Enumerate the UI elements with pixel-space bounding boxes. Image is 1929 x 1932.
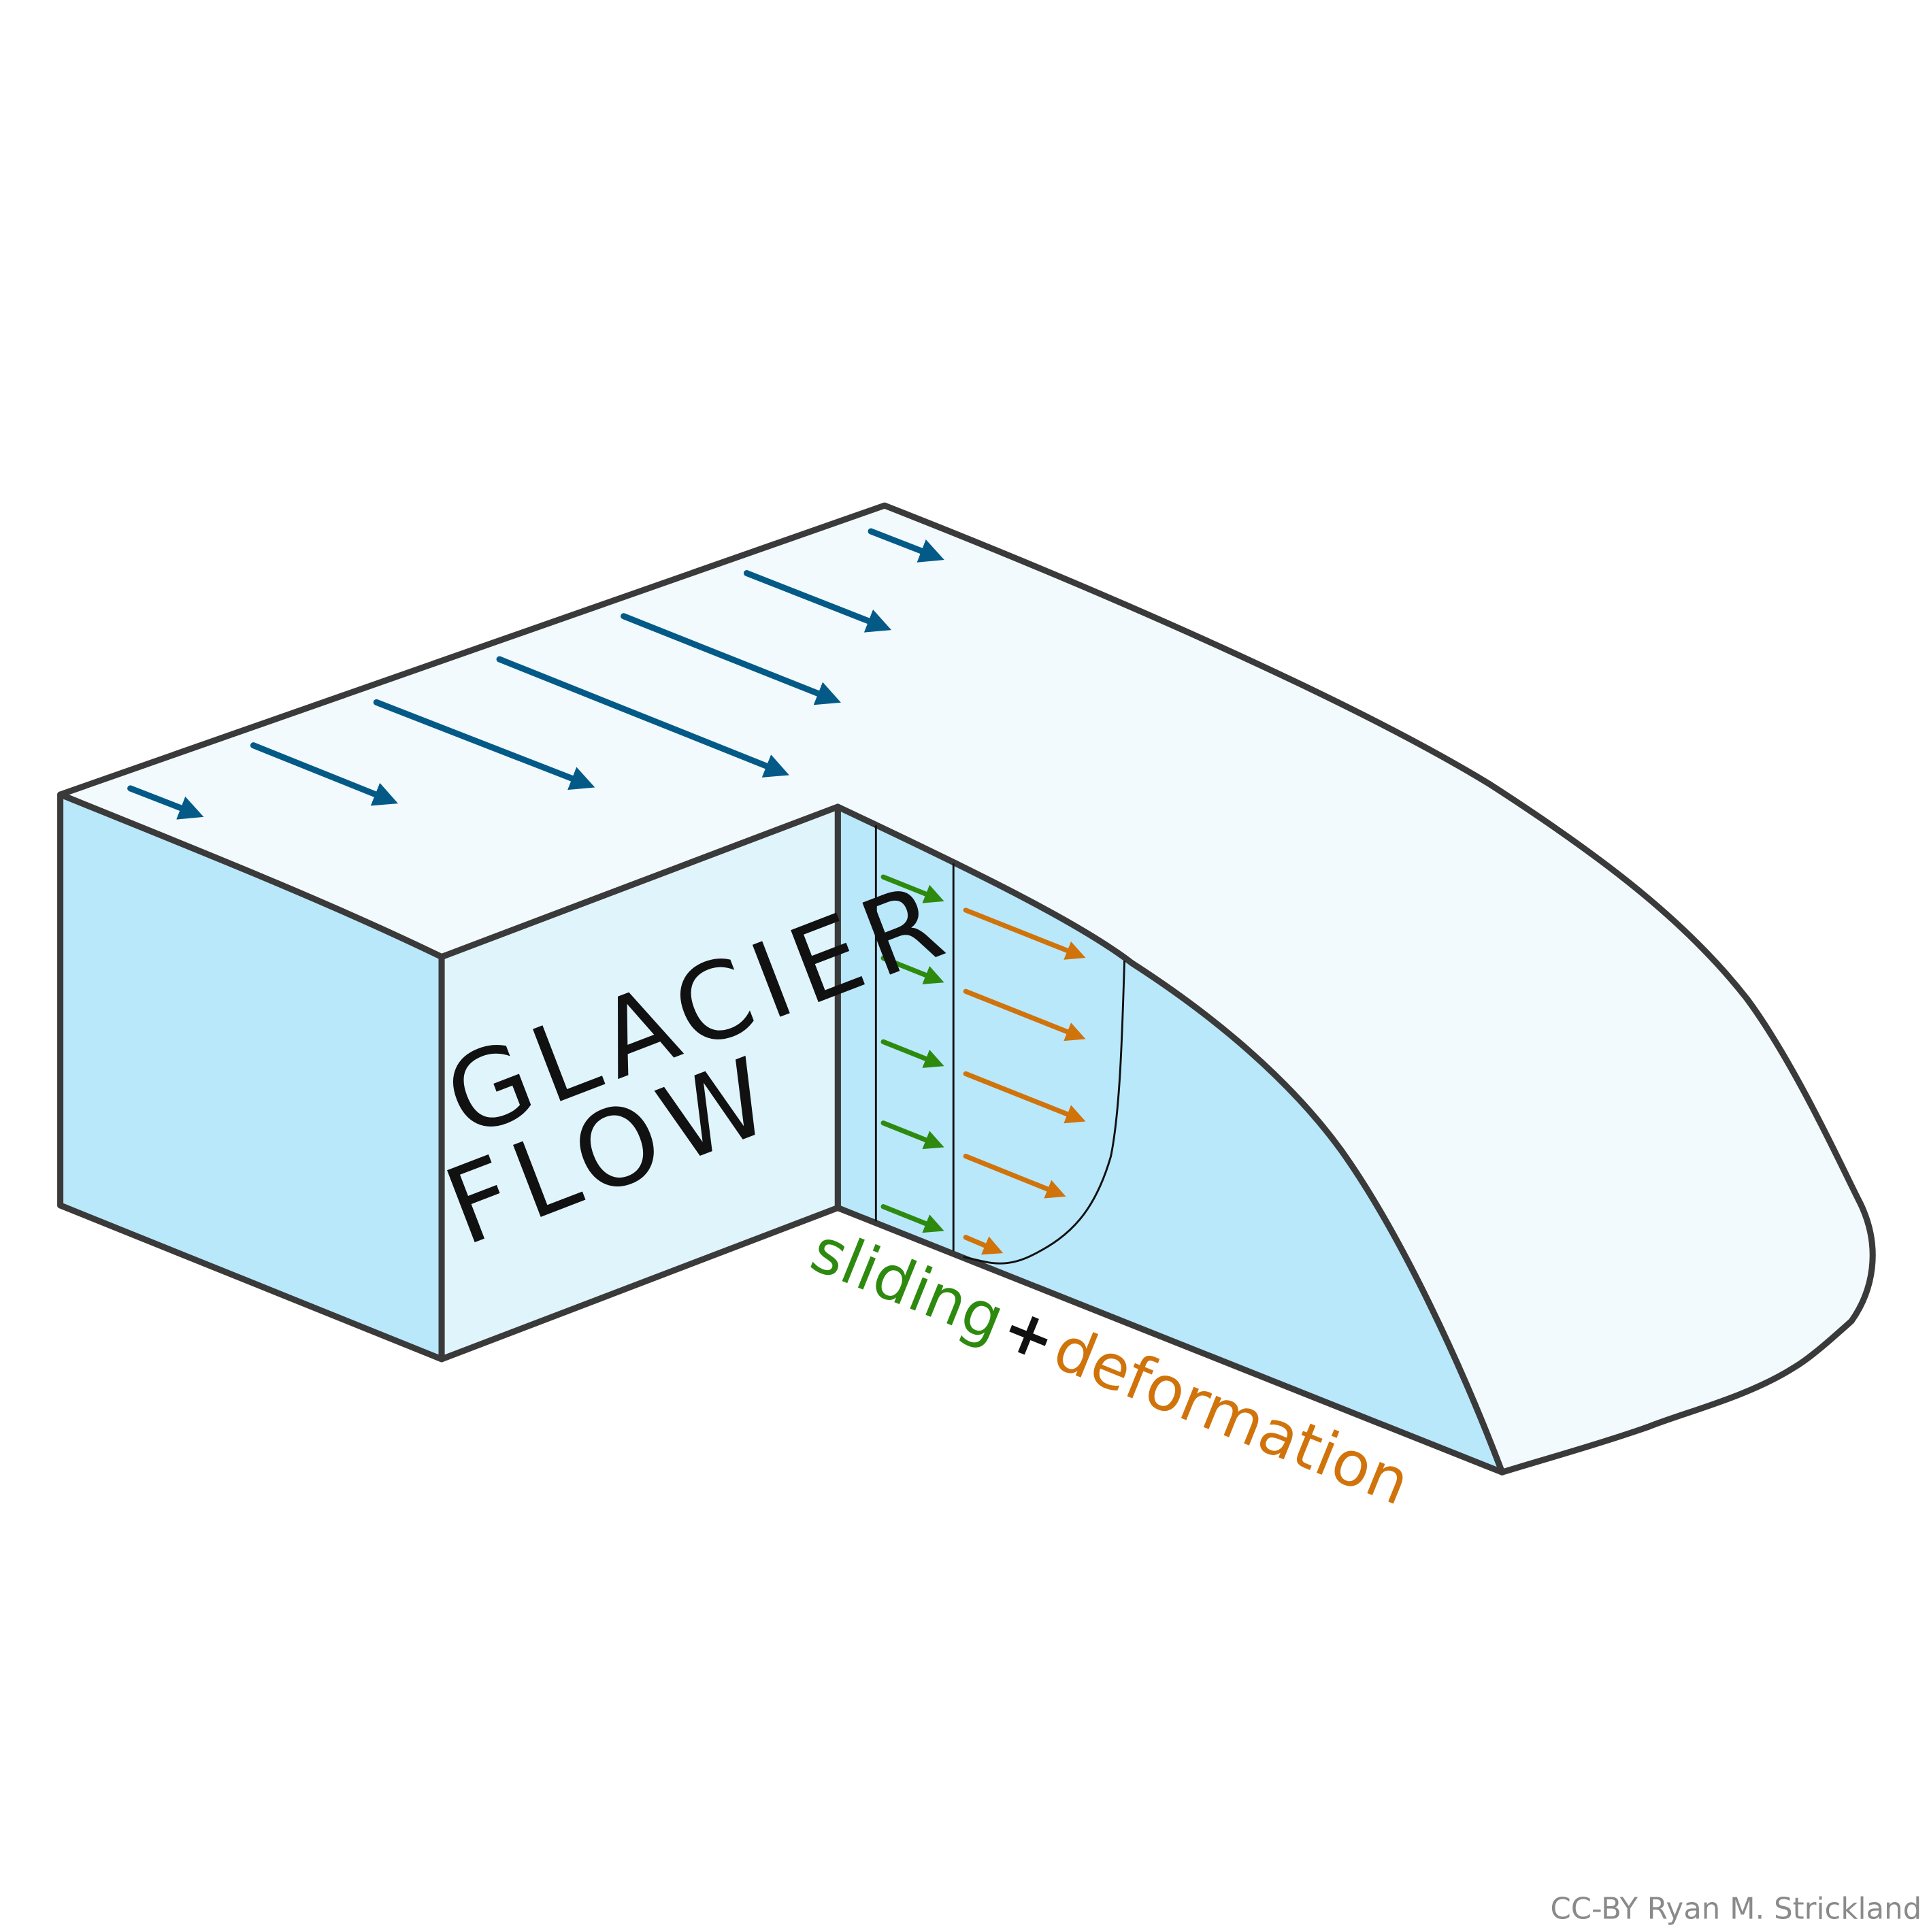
glacier-side-outline bbox=[834, 803, 1506, 1476]
sliding-arrow bbox=[880, 955, 944, 984]
credit-text: CC-BY Ryan M. Strickland bbox=[1550, 1893, 1922, 1927]
surface-arrow bbox=[743, 570, 892, 633]
surface-arrow bbox=[127, 785, 204, 820]
deformation-arrow bbox=[963, 1153, 1066, 1199]
deformation-arrow bbox=[963, 907, 1086, 960]
surface-arrow bbox=[868, 528, 944, 563]
deformation-arrow bbox=[963, 988, 1086, 1042]
velocity-profile-curve bbox=[963, 961, 1125, 1265]
sliding-arrow bbox=[880, 874, 944, 903]
deformation-arrow bbox=[963, 1071, 1086, 1124]
sliding-arrows bbox=[880, 874, 944, 1233]
surface-arrow bbox=[621, 613, 841, 705]
sliding-arrow bbox=[880, 1204, 944, 1233]
block-front-face bbox=[438, 803, 841, 1363]
surface-arrow bbox=[250, 742, 399, 806]
block-left-face bbox=[57, 791, 445, 1363]
surface-arrows bbox=[127, 528, 944, 820]
deformation-arrows bbox=[963, 907, 1086, 1255]
deformation-arrow bbox=[963, 1235, 1004, 1255]
sliding-arrow bbox=[880, 1039, 944, 1068]
sliding-arrow bbox=[880, 1120, 944, 1150]
surface-arrow bbox=[373, 699, 595, 790]
surface-arrow bbox=[496, 656, 789, 778]
